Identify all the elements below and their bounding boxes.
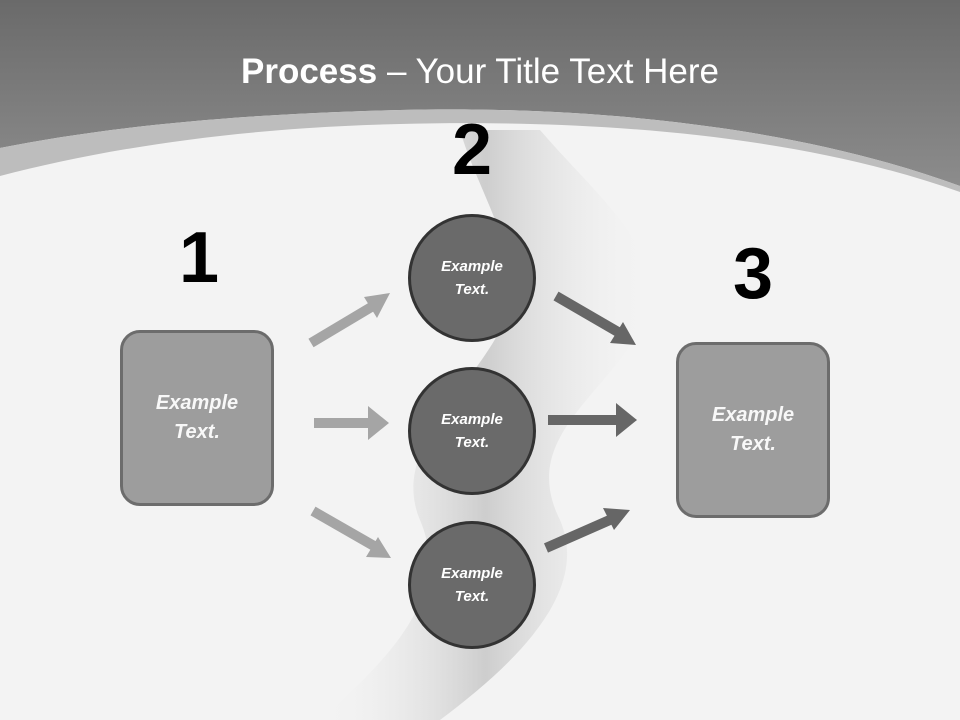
step-1-box: Example Text. bbox=[120, 330, 274, 506]
step-3-box: Example Text. bbox=[676, 342, 830, 518]
step-1-text: Example Text. bbox=[155, 392, 239, 443]
arrow-1-to-top bbox=[308, 293, 390, 348]
title-bold: Process bbox=[241, 52, 378, 91]
step-3-text: Example Text. bbox=[711, 404, 795, 455]
title-dash: – bbox=[377, 52, 416, 91]
title-rest: Your Title Text Here bbox=[415, 52, 720, 91]
middle-circle-bottom: Example Text. bbox=[408, 521, 536, 649]
middle-circle-top-text: Example Text. bbox=[441, 258, 503, 298]
middle-circle-center: Example Text. bbox=[408, 367, 536, 495]
middle-circle-top: Example Text. bbox=[408, 214, 536, 342]
step-number-1: 1 bbox=[178, 218, 220, 298]
arrow-bottom-to-3 bbox=[543, 508, 630, 553]
step-number-2: 2 bbox=[451, 110, 493, 190]
arrow-middle-to-3 bbox=[548, 403, 637, 437]
arrow-1-to-middle bbox=[314, 406, 389, 440]
slide-title: Process – Your Title Text Here bbox=[0, 52, 960, 92]
step-number-3: 3 bbox=[732, 234, 774, 314]
arrow-top-to-3 bbox=[553, 291, 636, 345]
arrow-1-to-bottom bbox=[310, 506, 391, 558]
middle-circle-bottom-text: Example Text. bbox=[441, 565, 503, 605]
middle-circle-center-text: Example Text. bbox=[441, 411, 503, 451]
